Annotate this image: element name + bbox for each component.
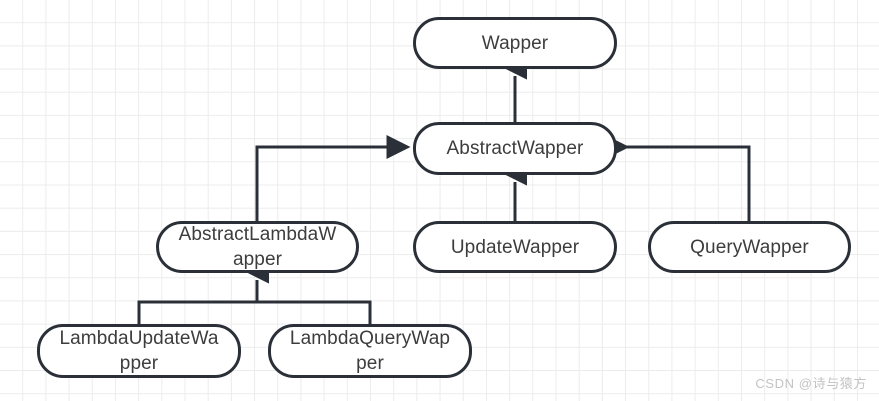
node-query-wapper[interactable]: QueryWapper xyxy=(648,221,851,273)
node-abstract-lambda-wapper-label: AbstractLambdaW apper xyxy=(178,224,337,270)
node-lambda-query-wapper-label: LambdaQueryWap per xyxy=(289,328,451,374)
node-query-wapper-label: QueryWapper xyxy=(690,236,809,258)
watermark: CSDN @诗与猿方 xyxy=(755,376,867,391)
node-update-wapper-label: UpdateWapper xyxy=(450,236,580,258)
node-abstract-wapper-label: AbstractWapper xyxy=(446,138,584,159)
node-abstract-lambda-wapper[interactable]: AbstractLambdaW apper xyxy=(156,221,359,273)
node-lambda-update-wapper-label: LambdaUpdateWa pper xyxy=(59,328,219,374)
node-wapper[interactable]: Wapper xyxy=(413,17,617,69)
edge-abstractlambdawapper-to-abstractwapper xyxy=(255,135,411,221)
edge-querywapper-to-abstractwapper xyxy=(605,135,751,221)
node-abstract-wapper[interactable]: AbstractWapper xyxy=(413,122,617,175)
node-lambda-query-wapper[interactable]: LambdaQueryWap per xyxy=(268,324,472,378)
edge-lambdaupdatewapper-to-abstractlambdawapper xyxy=(137,300,372,324)
node-lambda-update-wapper[interactable]: LambdaUpdateWa pper xyxy=(37,324,241,378)
node-update-wapper[interactable]: UpdateWapper xyxy=(413,221,617,273)
node-wapper-label: Wapper xyxy=(481,32,549,54)
